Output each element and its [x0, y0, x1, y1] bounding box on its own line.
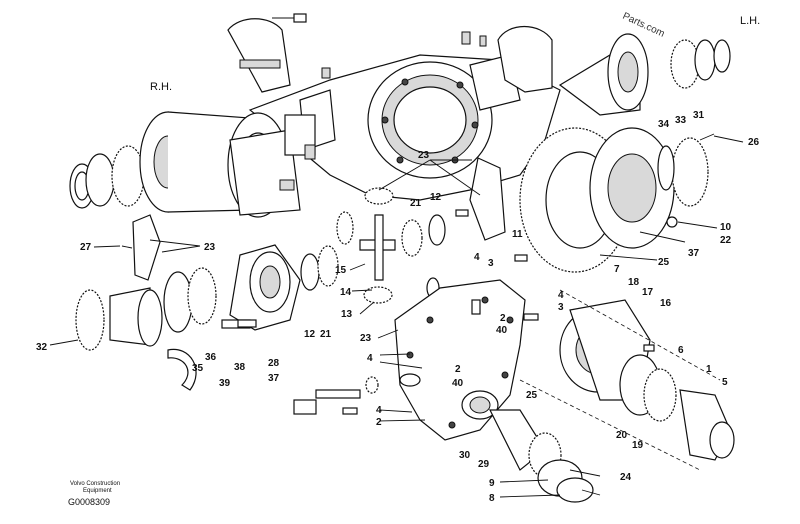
callout-3-a: 3	[488, 258, 494, 269]
callout-14: 14	[340, 287, 352, 298]
callout-24: 24	[620, 472, 632, 483]
callout-40-a: 40	[496, 325, 508, 336]
footer-company-line2: Equipment	[83, 488, 112, 494]
callout-3-b: 3	[558, 302, 564, 313]
callout-7: 7	[614, 264, 620, 275]
callout-29: 29	[478, 459, 490, 470]
callout-11: 11	[512, 229, 523, 240]
hub-assembly-rh	[69, 111, 316, 218]
ring-gear	[519, 127, 715, 273]
callout-2-b: 2	[455, 364, 461, 375]
callout-1: 1	[706, 364, 712, 375]
callout-23-mid: 23	[360, 333, 372, 344]
pinion-assembly	[489, 409, 594, 503]
callout-40-b: 40	[452, 378, 464, 389]
callout-21-low: 21	[320, 329, 332, 340]
callout-33: 33	[675, 115, 687, 126]
callout-16: 16	[660, 298, 672, 309]
callout-2-a: 2	[500, 313, 506, 324]
footer-company-line1: Volvo Construction	[70, 481, 120, 487]
callout-19: 19	[632, 440, 644, 451]
callout-8: 8	[489, 493, 495, 504]
callout-4-d: 4	[376, 405, 382, 416]
lh-label: L.H.	[740, 15, 760, 27]
drawing-code: G0008309	[68, 497, 110, 507]
callout-5: 5	[722, 377, 728, 388]
rh-label: R.H.	[150, 81, 172, 93]
callout-21-top: 21	[410, 198, 422, 209]
callout-13: 13	[341, 309, 353, 320]
callout-25-low: 25	[526, 390, 538, 401]
callout-4-a: 4	[474, 252, 480, 263]
leader-lines	[49, 135, 744, 498]
callout-2-c: 2	[376, 417, 382, 428]
callout-12-top: 12	[430, 192, 442, 203]
callout-36: 36	[205, 352, 217, 363]
callout-4-b: 4	[558, 290, 564, 301]
callout-9: 9	[489, 478, 495, 489]
callout-28: 28	[268, 358, 280, 369]
callout-numbers: 26 31 33 34 10 22 37 25 11 23 21 12 27 2…	[36, 110, 760, 504]
callout-38: 38	[234, 362, 246, 373]
callout-23-left: 23	[204, 242, 216, 253]
bearing-cap-rh	[227, 13, 307, 93]
callout-4-c: 4	[367, 353, 373, 364]
callout-35: 35	[192, 363, 204, 374]
footer-block: Volvo Construction Equipment G0008309	[68, 481, 120, 507]
callout-15: 15	[335, 265, 347, 276]
callout-22: 22	[720, 235, 732, 246]
callout-27: 27	[80, 242, 92, 253]
carrier-housing	[293, 279, 526, 441]
callout-20: 20	[616, 430, 628, 441]
callout-10: 10	[720, 222, 732, 233]
callout-12-low: 12	[304, 329, 316, 340]
callout-31: 31	[693, 110, 705, 121]
callout-18: 18	[628, 277, 640, 288]
callout-23-top: 23	[418, 150, 430, 161]
callout-30: 30	[459, 450, 471, 461]
bolts	[237, 209, 655, 352]
callout-6: 6	[678, 345, 684, 356]
callout-39: 39	[219, 378, 231, 389]
hub-assembly-lh	[558, 33, 731, 116]
spider-gears	[336, 157, 506, 304]
callout-37-top: 37	[688, 248, 700, 259]
bearing-cap-lh	[321, 26, 553, 93]
callout-17: 17	[642, 287, 654, 298]
callout-34: 34	[658, 119, 670, 130]
callout-37-low: 37	[268, 373, 280, 384]
differential-case-assembly	[75, 214, 339, 391]
pinion-carrier-yoke	[519, 289, 735, 471]
callout-25-top: 25	[658, 257, 670, 268]
callout-32: 32	[36, 342, 48, 353]
callout-26: 26	[748, 137, 760, 148]
